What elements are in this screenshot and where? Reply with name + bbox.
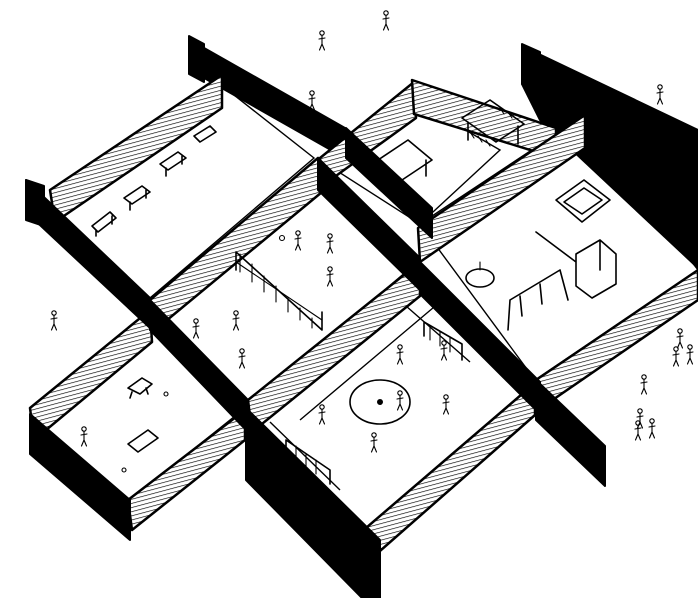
player-icon [239, 349, 245, 368]
group-of-people-icon [673, 329, 693, 366]
bench-icon [92, 212, 116, 236]
ball-icon [122, 468, 126, 472]
bench-icon [194, 126, 216, 142]
ball-icon [164, 392, 168, 396]
person-icon [641, 375, 647, 394]
table-icon [160, 152, 186, 176]
player-icon [371, 433, 377, 452]
player-icon [193, 319, 199, 338]
player-icon [295, 231, 301, 250]
person-icon [383, 11, 389, 30]
dog-icon [128, 378, 152, 398]
player-icon [327, 267, 333, 286]
net-icon [236, 252, 322, 330]
person-icon [657, 85, 663, 104]
player-icon [327, 234, 333, 253]
person-icon [51, 311, 57, 330]
group-of-people-icon [635, 409, 655, 440]
slide-icon [536, 232, 616, 298]
dog-park-court [81, 378, 168, 472]
player-icon [443, 395, 449, 414]
ball-icon [280, 236, 285, 241]
player-icon [397, 345, 403, 364]
dog-icon [128, 430, 158, 452]
ball-icon [377, 399, 383, 405]
swing-icon [508, 270, 568, 330]
player-icon [441, 341, 447, 360]
sandbox-icon [556, 180, 610, 222]
merry-go-round-icon [466, 262, 494, 287]
table-icon [124, 186, 150, 210]
player-icon [233, 311, 239, 330]
player-icon [397, 391, 403, 410]
person-icon [319, 31, 325, 50]
player-icon [319, 405, 325, 424]
person-icon [81, 427, 87, 446]
